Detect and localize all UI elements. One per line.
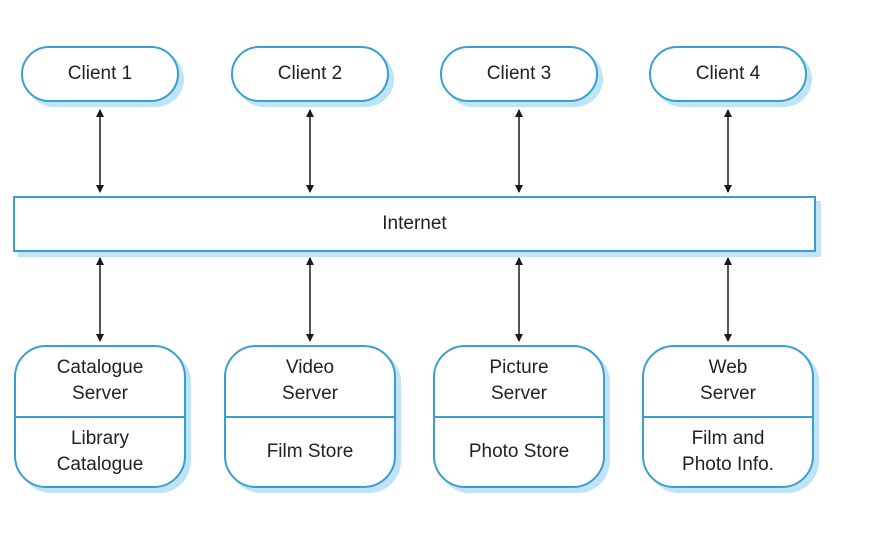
video-server-node: Video Server Film Store — [224, 345, 396, 488]
client-connectors — [96, 109, 732, 193]
server-store: Library Catalogue — [56, 427, 144, 475]
server-store: Film and Photo Info. — [682, 427, 774, 475]
client-3-node: Client 3 — [440, 46, 598, 102]
web-server-node: Web Server Film and Photo Info. — [642, 345, 814, 488]
server-name: Catalogue Server — [16, 347, 184, 418]
server-name: Web Server — [644, 347, 812, 418]
server-store: Film Store — [266, 440, 354, 462]
server-name: Picture Server — [435, 347, 603, 418]
client-4-node: Client 4 — [649, 46, 807, 102]
server-connectors — [96, 257, 732, 342]
client-2-node: Client 2 — [231, 46, 389, 102]
picture-server-node: Picture Server Photo Store — [433, 345, 605, 488]
catalogue-server-node: Catalogue Server Library Catalogue — [14, 345, 186, 488]
internet-node: Internet — [13, 196, 816, 252]
server-store: Photo Store — [468, 440, 570, 462]
client-1-node: Client 1 — [21, 46, 179, 102]
server-name: Video Server — [226, 347, 394, 418]
